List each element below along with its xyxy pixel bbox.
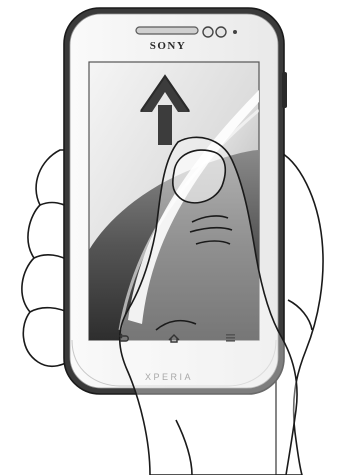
xperia-logo: XPERIA	[134, 372, 204, 382]
front-camera-icon	[203, 27, 213, 37]
menu-key-icon[interactable]	[226, 334, 235, 342]
notification-led-icon	[233, 30, 237, 34]
earpiece	[136, 27, 198, 34]
light-sensor-icon	[216, 27, 226, 37]
sony-logo: SONY	[138, 40, 198, 52]
